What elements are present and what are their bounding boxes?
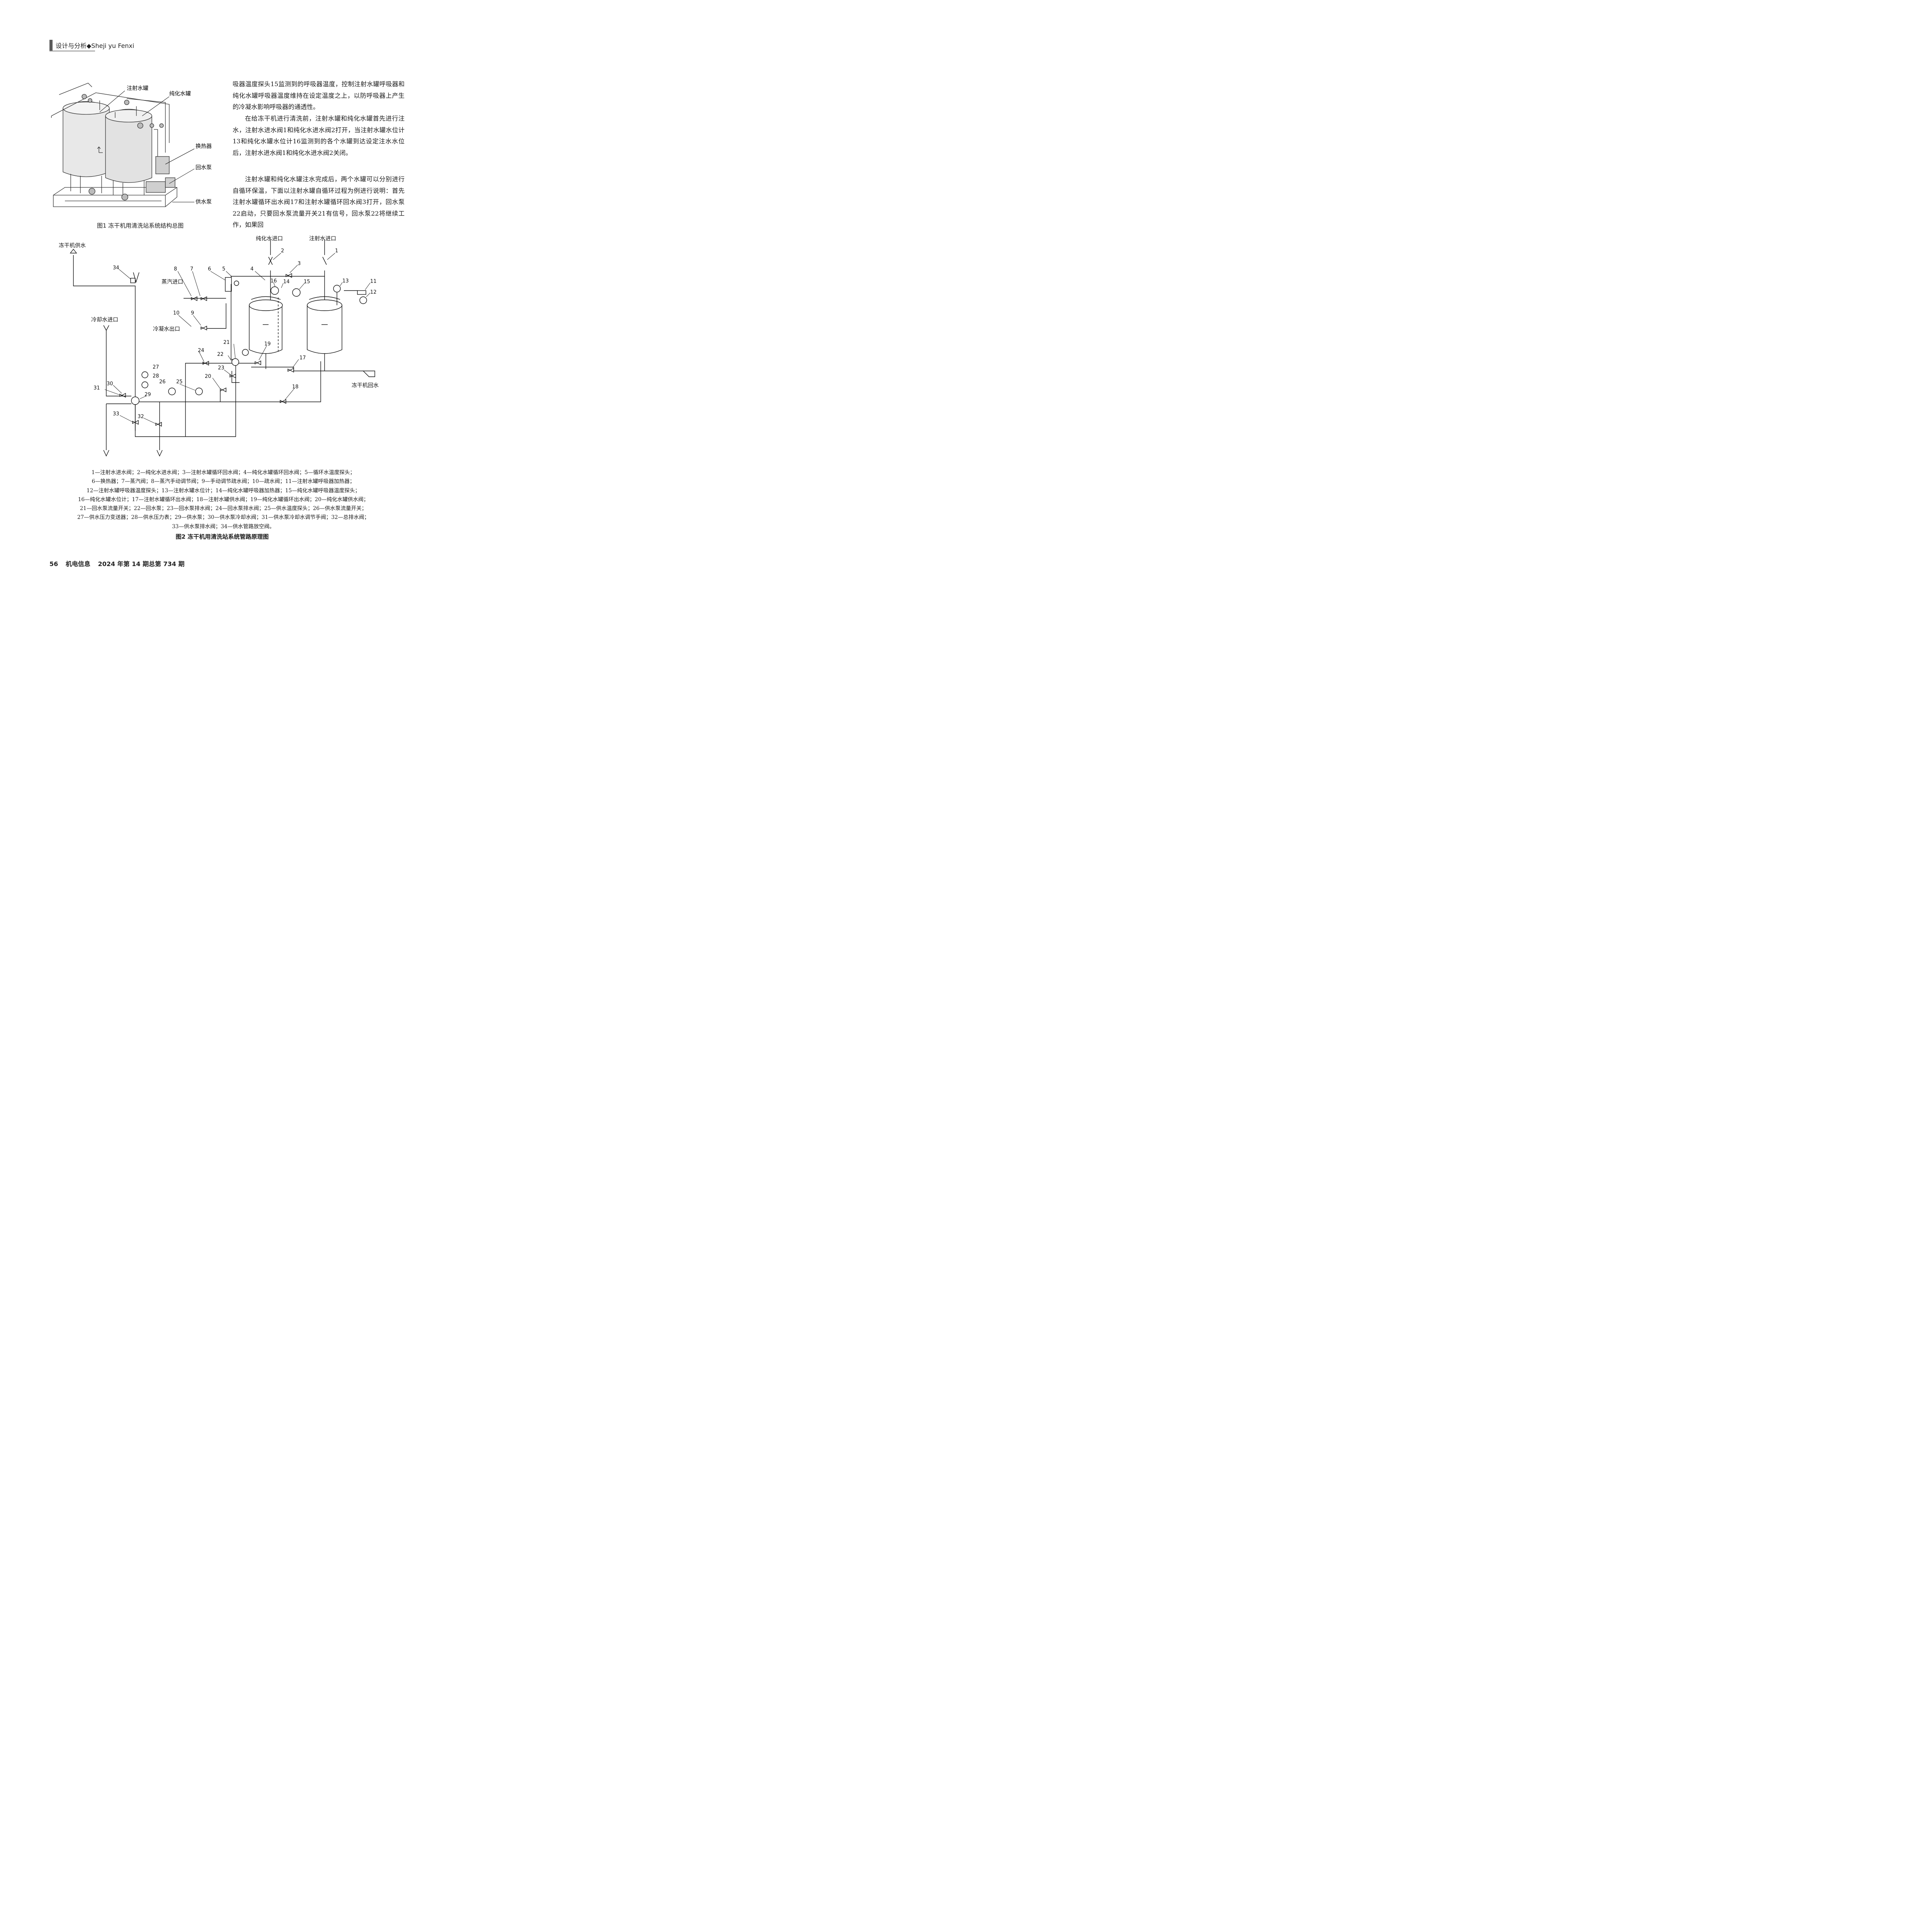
fig2-num-14: 14 bbox=[283, 279, 290, 285]
fig2-num-8: 8 bbox=[174, 266, 177, 272]
header-bar bbox=[49, 40, 53, 51]
fig2-num-33: 33 bbox=[113, 411, 119, 417]
fig1-label-injection-tank: 注射水罐 bbox=[127, 85, 148, 92]
fig2-num-19: 19 bbox=[264, 341, 271, 347]
legend-line: 16—纯化水罐水位计；17—注射水罐循环出水阀；18—注射水罐供水阀；19—纯化… bbox=[78, 496, 369, 503]
page-number: 56 bbox=[49, 560, 58, 568]
journal-name: 机电信息 bbox=[65, 560, 90, 568]
fig1-label-return-pump: 回水泵 bbox=[196, 165, 212, 171]
body-paragraph-3: 注射水罐和纯化水罐注水完成后，两个水罐可以分别进行自循环保温，下面以注射水罐自循… bbox=[233, 173, 405, 231]
fig2-num-27: 27 bbox=[153, 364, 159, 370]
legend-line: 1—注射水进水阀；2—纯化水进水阀；3—注射水罐循环回水阀；4—纯化水罐循环回水… bbox=[91, 469, 355, 476]
legend-line: 33—供水泵排水阀；34—供水管路放空阀。 bbox=[172, 523, 275, 530]
fig2-num-1: 1 bbox=[335, 248, 338, 254]
fig2-label-purified-inlet: 纯化水进口 bbox=[256, 236, 283, 242]
fig2-num-9: 9 bbox=[191, 310, 194, 316]
fig2-num-21: 21 bbox=[223, 340, 230, 345]
fig2-num-15: 15 bbox=[304, 279, 310, 285]
body-paragraph-1: 吸器温度探头15监测到的呼吸器温度，控制注射水罐呼吸器和纯化水罐呼吸器温度维持在… bbox=[233, 78, 405, 113]
fig2-num-32: 32 bbox=[138, 414, 144, 420]
fig2-num-3: 3 bbox=[298, 261, 301, 267]
fig2-num-34: 34 bbox=[113, 265, 119, 271]
fig2-num-13: 13 bbox=[342, 278, 349, 284]
fig2-num-2: 2 bbox=[281, 248, 284, 254]
fig2-num-28: 28 bbox=[153, 373, 159, 379]
fig2-label-steam-inlet: 蒸汽进口 bbox=[162, 279, 183, 285]
page-footer: 56 机电信息 2024 年第 14 期总第 734 期 bbox=[49, 559, 190, 568]
figure2-caption: 图2 冻干机用清洗站系统管路原理图 bbox=[175, 533, 269, 540]
body-paragraph-2: 在给冻干机进行清洗前，注射水罐和纯化水罐首先进行注水，注射水进水阀1和纯化水进水… bbox=[233, 113, 405, 158]
fig2-label-cooling-inlet: 冷却水进口 bbox=[91, 317, 118, 323]
figure2-legend: 1—注射水进水阀；2—纯化水进水阀；3—注射水罐循环回水阀；4—纯化水罐循环回水… bbox=[54, 468, 393, 531]
fig2-num-7: 7 bbox=[190, 266, 193, 272]
fig2-num-4: 4 bbox=[250, 266, 253, 272]
paragraph-text: 吸器温度探头15监测到的呼吸器温度，控制注射水罐呼吸器和纯化水罐呼吸器温度维持在… bbox=[233, 80, 405, 111]
legend-line: 27—供水压力变送器；28—供水压力表；29—供水泵；30—供水泵冷却水阀；31… bbox=[77, 514, 370, 521]
fig2-label-condensate-outlet: 冷凝水出口 bbox=[153, 326, 180, 332]
figure1-illustration: 注射水罐 纯化水罐 换热器 回水泵 供水泵 bbox=[49, 79, 212, 214]
fig2-label-dryer-supply: 冻干机供水 bbox=[59, 242, 86, 249]
figure2-schematic: 冻干机供水 纯化水进口 注射水进口 蒸汽进口 冷凝水出口 冷却水进口 冻干机回水… bbox=[54, 234, 390, 466]
fig2-num-31: 31 bbox=[94, 385, 100, 391]
issue-info: 2024 年第 14 期总第 734 期 bbox=[98, 560, 185, 568]
header-section: 设计与分析◆Sheji yu Fenxi bbox=[56, 42, 134, 49]
fig2-num-10: 10 bbox=[173, 310, 180, 316]
fig2-num-6: 6 bbox=[208, 266, 211, 272]
fig2-num-11: 11 bbox=[370, 279, 377, 284]
fig2-label-injection-inlet: 注射水进口 bbox=[309, 236, 336, 242]
fig2-label-dryer-return: 冻干机回水 bbox=[352, 382, 379, 389]
fig2-num-18: 18 bbox=[292, 384, 299, 390]
legend-line: 6—换热器；7—蒸汽阀；8—蒸汽手动调节阀；9—手动调节疏水阀；10—疏水阀；1… bbox=[92, 478, 355, 485]
fig2-num-17: 17 bbox=[299, 355, 306, 361]
fig1-label-purified-tank: 纯化水罐 bbox=[169, 91, 191, 97]
legend-line: 12—注射水罐呼吸器温度探头；13—注射水罐水位计；14—纯化水罐呼吸器加热器；… bbox=[86, 487, 361, 494]
paragraph-text: 在给冻干机进行清洗前，注射水罐和纯化水罐首先进行注水，注射水进水阀1和纯化水进水… bbox=[233, 115, 405, 156]
fig1-label-heat-exchanger: 换热器 bbox=[196, 143, 212, 150]
fig2-num-20: 20 bbox=[205, 374, 211, 379]
fig2-num-26: 26 bbox=[159, 379, 166, 385]
fig2-num-23: 23 bbox=[218, 365, 224, 371]
fig2-num-5: 5 bbox=[222, 266, 225, 272]
fig2-num-24: 24 bbox=[198, 348, 204, 354]
fig1-label-supply-pump: 供水泵 bbox=[196, 199, 212, 205]
figure1-caption: 图1 冻干机用清洗站系统结构总图 bbox=[97, 222, 184, 229]
legend-line: 21—回水泵流量开关；22—回水泵；23—回水泵排水阀；24—回水泵排水阀；25… bbox=[80, 505, 367, 512]
fig2-num-29: 29 bbox=[145, 392, 151, 398]
fig2-num-30: 30 bbox=[107, 381, 113, 387]
fig2-num-25: 25 bbox=[176, 379, 183, 385]
fig2-num-16: 16 bbox=[270, 278, 277, 284]
paragraph-text: 注射水罐和纯化水罐注水完成后，两个水罐可以分别进行自循环保温，下面以注射水罐自循… bbox=[233, 175, 405, 228]
fig2-num-12: 12 bbox=[370, 289, 377, 295]
fig2-num-22: 22 bbox=[217, 352, 224, 357]
running-header: 设计与分析◆Sheji yu Fenxi bbox=[49, 39, 134, 51]
